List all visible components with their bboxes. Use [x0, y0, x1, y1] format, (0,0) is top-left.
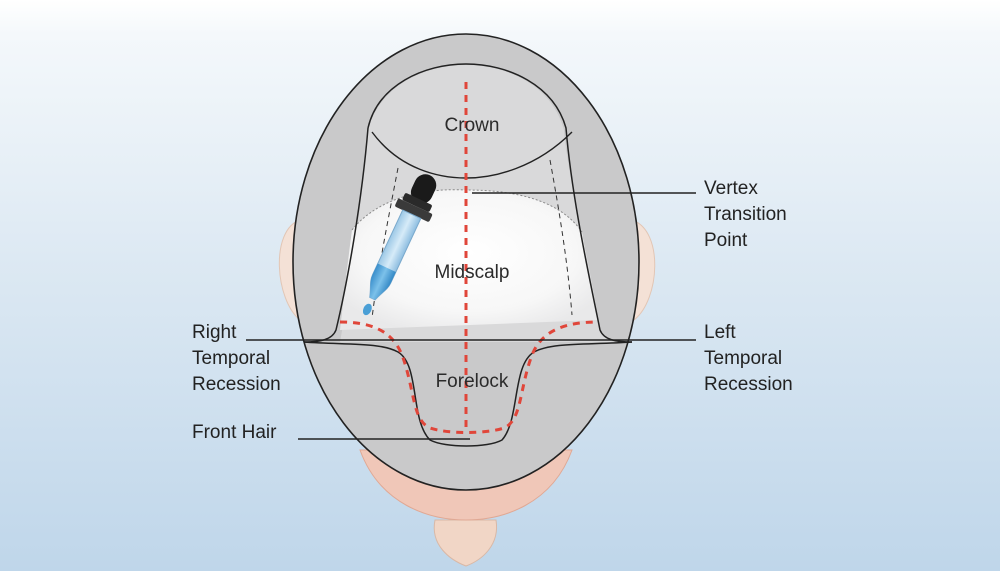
dropper-icon [362, 174, 437, 316]
forelock-label: Forelock [436, 371, 509, 392]
nose-shape [433, 519, 498, 567]
front-hair-outline [303, 341, 633, 447]
crown-label: Crown [445, 115, 500, 136]
left-temporal-recession-callout: Left Temporal Recession [704, 320, 793, 398]
front-hair-callout: Front Hair [192, 420, 276, 446]
callout-line: Recession [192, 374, 281, 395]
midscalp-label: Midscalp [435, 262, 510, 283]
callout-line: Front Hair [192, 422, 277, 443]
midscalp-zone [340, 189, 598, 330]
callout-line: Temporal [192, 348, 271, 369]
callout-line: Point [704, 230, 748, 251]
left-side-guide [549, 159, 573, 316]
temporal-recession-guide [339, 320, 599, 434]
callout-line: Transition [704, 204, 787, 225]
right-temporal-recession-callout: Right Temporal Recession [192, 320, 281, 398]
right-side-guide [371, 167, 399, 319]
callout-line: Left [704, 322, 736, 343]
vertex-transition-point-callout: Vertex Transition Point [704, 176, 787, 254]
callout-line: Temporal [704, 348, 783, 369]
hairline-outline [367, 63, 633, 343]
callout-line: Vertex [704, 178, 758, 199]
callout-line: Recession [704, 374, 793, 395]
callout-line: Right [192, 322, 237, 343]
